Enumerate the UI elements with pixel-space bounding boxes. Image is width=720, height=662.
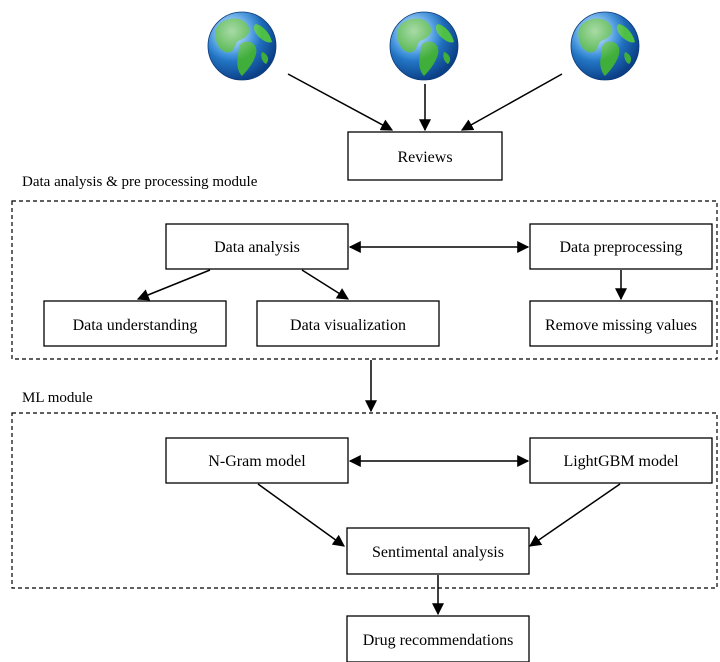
reviews-label: Reviews (397, 149, 452, 166)
preprocessing-module-frame (11, 200, 718, 360)
remove-missing-values-box: Remove missing values (529, 300, 713, 347)
ml-module-label: ML module (22, 390, 93, 406)
sentimental-analysis-label: Sentimental analysis (372, 544, 504, 561)
data-preprocessing-label: Data preprocessing (559, 239, 682, 256)
sentimental-analysis-box: Sentimental analysis (346, 527, 530, 575)
globe-icon-2 (389, 11, 459, 81)
arrow-globe3-reviews (460, 73, 563, 131)
arrow-ngram-sentimental (257, 483, 345, 547)
drug-recommendations-label: Drug recommendations (363, 632, 514, 649)
ngram-model-box: N-Gram model (165, 437, 349, 484)
arrow-globe1-reviews (287, 73, 394, 131)
data-analysis-label: Data analysis (214, 239, 300, 256)
data-preprocessing-box: Data preprocessing (529, 223, 713, 270)
arrow-analysis-understanding (136, 269, 211, 301)
remove-missing-values-label: Remove missing values (545, 317, 697, 334)
drug-recommendations-box: Drug recommendations (346, 615, 530, 662)
ngram-model-label: N-Gram model (208, 453, 306, 470)
globe-icon-1 (207, 11, 277, 81)
arrow-lightgbm-sentimental (529, 483, 621, 547)
globe-icon-3 (570, 11, 640, 81)
data-understanding-box: Data understanding (43, 300, 227, 347)
arrow-analysis-visualization (301, 269, 350, 300)
lightgbm-model-label: LightGBM model (563, 453, 679, 470)
ml-module-frame (11, 412, 718, 589)
data-visualization-box: Data visualization (256, 300, 440, 347)
data-visualization-label: Data visualization (290, 317, 406, 334)
preprocessing-module-label: Data analysis & pre processing module (22, 174, 258, 190)
data-understanding-label: Data understanding (73, 317, 198, 334)
reviews-box: Reviews (347, 131, 503, 181)
lightgbm-model-box: LightGBM model (529, 437, 713, 484)
data-analysis-box: Data analysis (165, 223, 349, 270)
